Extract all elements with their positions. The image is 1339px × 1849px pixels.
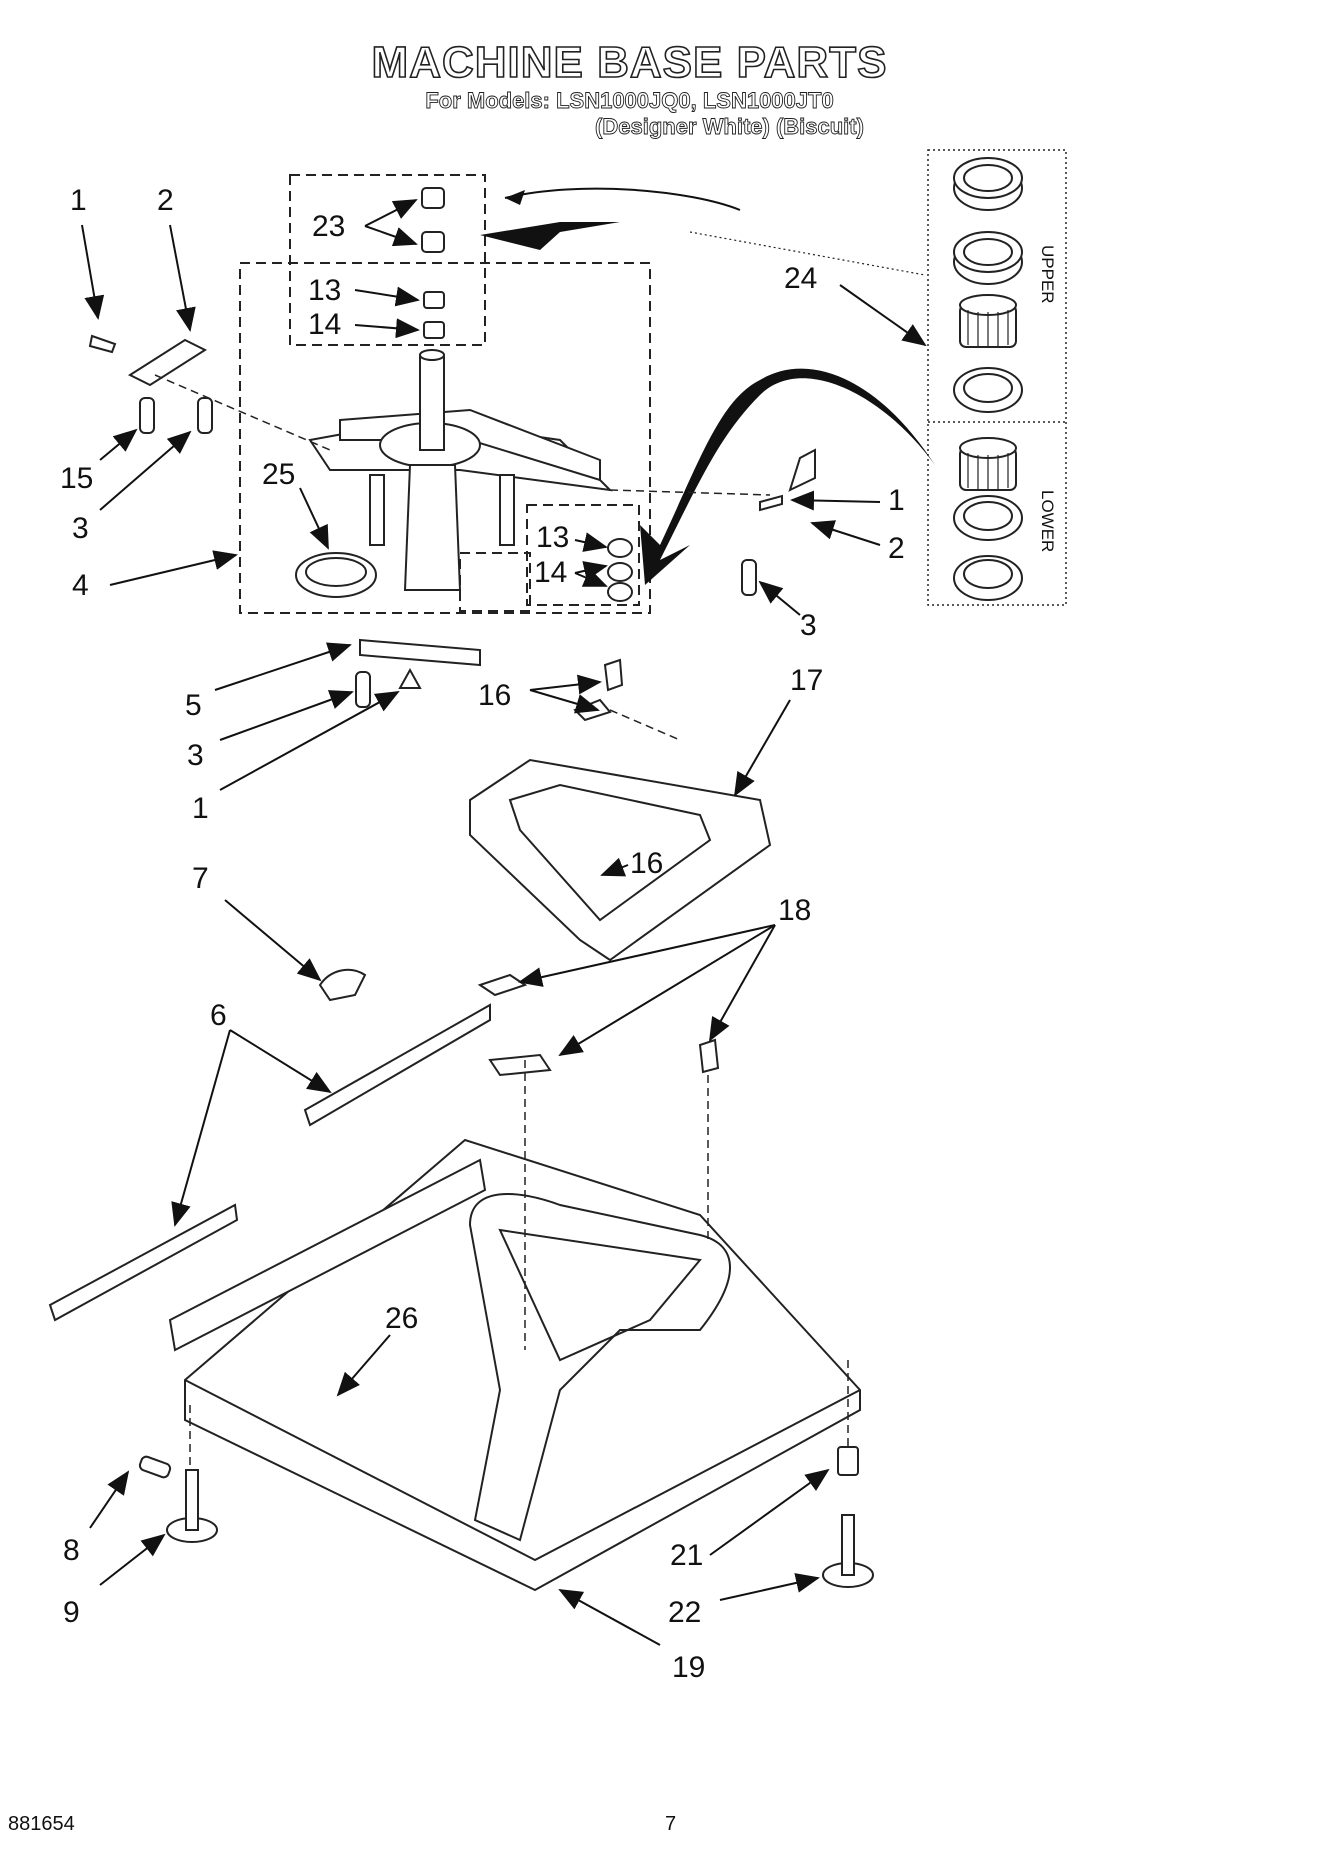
models-line: For Models: LSN1000JQ0, LSN1000JT0 bbox=[425, 88, 834, 114]
lower-mount-inset bbox=[459, 552, 531, 612]
callout-15: 15 bbox=[60, 462, 93, 495]
callout-14: 14 bbox=[308, 308, 341, 341]
callout-4: 4 bbox=[72, 569, 89, 602]
callout-1-lower: 1 bbox=[192, 792, 209, 825]
callout-1: 1 bbox=[70, 184, 87, 217]
page-title: MACHINE BASE PARTS bbox=[371, 37, 888, 88]
document-number: 881654 bbox=[8, 1813, 75, 1835]
callout-13-lower: 13 bbox=[536, 521, 569, 554]
gearcase-group-box bbox=[239, 262, 651, 614]
direction-arrows bbox=[480, 187, 935, 585]
callout-3: 3 bbox=[72, 512, 89, 545]
leader-arrows bbox=[81, 199, 927, 1646]
callout-14-lower: 14 bbox=[534, 556, 567, 589]
gearcase-assembly bbox=[295, 349, 613, 598]
mount-group-box bbox=[289, 174, 486, 346]
callout-3-lower: 3 bbox=[187, 739, 204, 772]
callout-19: 19 bbox=[672, 1651, 705, 1684]
callout-21: 21 bbox=[670, 1539, 703, 1572]
lower-mount-box bbox=[526, 504, 640, 606]
dashed-group-boxes bbox=[239, 174, 651, 614]
lower-kit-label: LOWER bbox=[1038, 490, 1057, 552]
callout-13: 13 bbox=[308, 274, 341, 307]
side-brackets bbox=[48, 1003, 491, 1322]
colors-line: (Designer White) (Biscuit) bbox=[595, 114, 865, 140]
callout-16-lower: 16 bbox=[630, 847, 663, 880]
callout-18: 18 bbox=[778, 894, 811, 927]
callout-1-right: 1 bbox=[888, 484, 905, 517]
callout-2: 2 bbox=[157, 184, 174, 217]
hardware-parts bbox=[88, 334, 874, 1588]
callout-16: 16 bbox=[478, 679, 511, 712]
callout-24: 24 bbox=[784, 262, 817, 295]
callout-numbers: 1 2 23 13 14 24 15 3 25 4 13 14 1 2 3 5 … bbox=[60, 184, 905, 1684]
mount-stack bbox=[421, 187, 633, 602]
callout-3-right: 3 bbox=[800, 609, 817, 642]
callout-5: 5 bbox=[185, 689, 202, 722]
callout-17: 17 bbox=[790, 664, 823, 697]
callout-6: 6 bbox=[210, 999, 227, 1032]
tub-support-frame bbox=[469, 758, 772, 962]
callout-2-right: 2 bbox=[888, 532, 905, 565]
callout-26: 26 bbox=[385, 1302, 418, 1335]
callout-25: 25 bbox=[262, 458, 295, 491]
upper-kit-label: UPPER bbox=[1038, 245, 1057, 304]
guide-lines bbox=[154, 374, 849, 1470]
callout-23: 23 bbox=[312, 210, 345, 243]
machine-base bbox=[168, 1138, 861, 1592]
callout-8: 8 bbox=[63, 1534, 80, 1567]
callout-22: 22 bbox=[668, 1596, 701, 1629]
page-number: 7 bbox=[665, 1813, 677, 1835]
snubber-kit-box bbox=[927, 149, 1067, 606]
callout-7: 7 bbox=[192, 862, 209, 895]
callout-9: 9 bbox=[63, 1596, 80, 1629]
